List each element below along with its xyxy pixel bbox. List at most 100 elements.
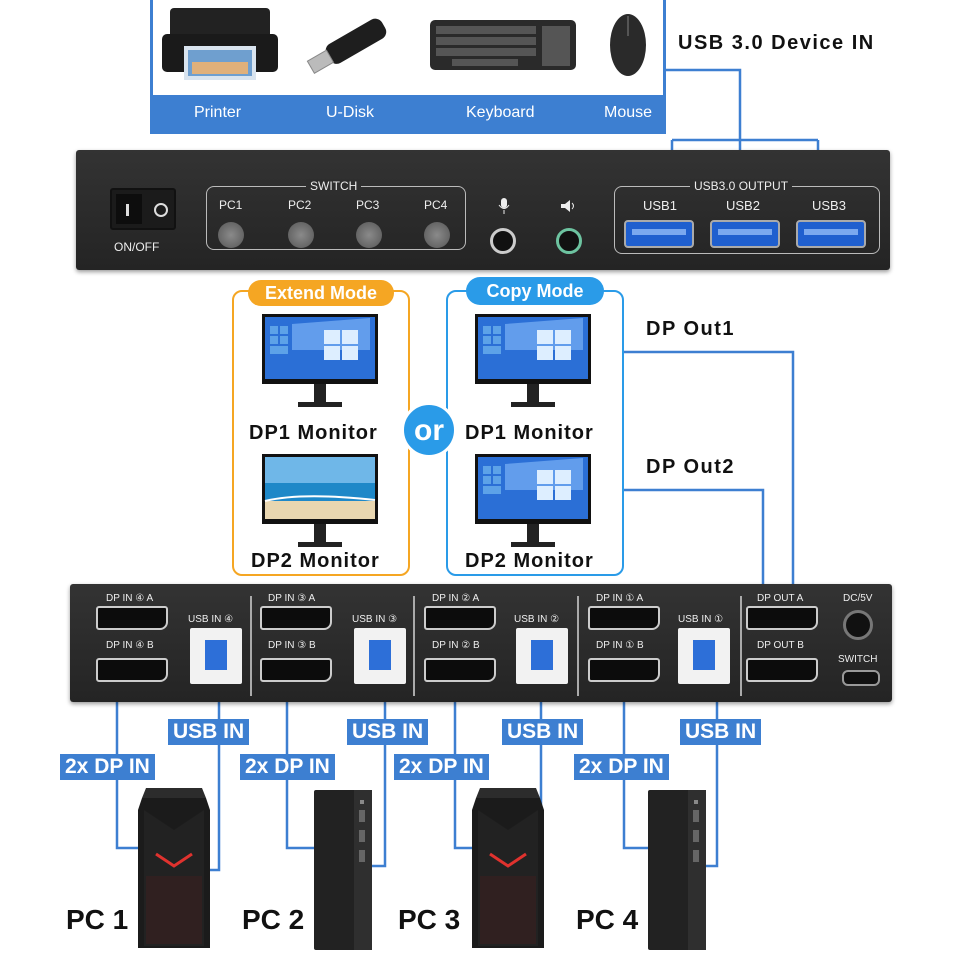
usb-in-line bbox=[653, 0, 742, 140]
pc2-usb-cable bbox=[372, 686, 387, 868]
usb3-port[interactable] bbox=[796, 220, 866, 248]
dp-in2b-port[interactable] bbox=[424, 658, 496, 682]
dp-in2a-label: DP IN ② A bbox=[432, 593, 480, 604]
pc1-button-label: PC1 bbox=[219, 198, 243, 212]
pc2-button[interactable] bbox=[288, 222, 314, 248]
dp-in3a-label: DP IN ③ A bbox=[268, 593, 316, 604]
microphone-jack[interactable] bbox=[490, 228, 516, 254]
dp-in4a-label: DP IN ④ A bbox=[106, 593, 154, 604]
dp-in4b-port[interactable] bbox=[96, 658, 168, 682]
dc-power-jack[interactable] bbox=[843, 610, 873, 640]
dp-in1b-port[interactable] bbox=[588, 658, 660, 682]
dp-out-a-label: DP OUT A bbox=[757, 593, 804, 604]
back-switch-label: SWITCH bbox=[838, 654, 878, 665]
usb-disk-icon bbox=[306, 18, 387, 75]
dp-in1a-port[interactable] bbox=[588, 606, 660, 630]
device-label-row: Printer U-Disk Keyboard Mouse bbox=[150, 104, 666, 130]
pc1-dp-label: 2x DP IN bbox=[60, 754, 155, 780]
monitor-icon bbox=[475, 314, 591, 407]
group-divider bbox=[250, 596, 252, 696]
dp-in2a-port[interactable] bbox=[424, 606, 496, 630]
speaker-icon bbox=[561, 200, 574, 212]
pc1-label: PC 1 bbox=[66, 904, 129, 935]
dp-in4a-port[interactable] bbox=[96, 606, 168, 630]
pc2-usb-label: USB IN bbox=[347, 719, 429, 745]
group-divider bbox=[740, 596, 742, 696]
mouse-icon bbox=[610, 14, 646, 76]
keyboard-icon bbox=[430, 20, 576, 70]
dp-out-b-port[interactable] bbox=[746, 658, 818, 682]
dp-in4b-label: DP IN ④ B bbox=[106, 640, 154, 651]
pc1-button[interactable] bbox=[218, 222, 244, 248]
pc4-dp-cable bbox=[622, 692, 652, 850]
pc3-button-label: PC3 bbox=[356, 198, 380, 212]
power-label: ON/OFF bbox=[114, 240, 160, 254]
dp-in2b-label: DP IN ② B bbox=[432, 640, 480, 651]
microphone-icon bbox=[498, 198, 510, 214]
monitor-icon bbox=[262, 314, 378, 407]
dp-in3b-port[interactable] bbox=[260, 658, 332, 682]
monitor-icon bbox=[262, 454, 378, 547]
pc3-dp-label: 2x DP IN bbox=[394, 754, 489, 780]
device-label-udisk: U-Disk bbox=[326, 104, 374, 121]
dp-in3a-port[interactable] bbox=[260, 606, 332, 630]
speaker-jack[interactable] bbox=[556, 228, 582, 254]
pc3-usb-label: USB IN bbox=[502, 719, 584, 745]
usb-in4-port[interactable] bbox=[190, 628, 242, 684]
desktop-pc-tower-icon bbox=[314, 790, 372, 950]
pc4-usb-cable bbox=[706, 686, 719, 868]
dc-label: DC/5V bbox=[843, 593, 873, 604]
usb-device-in-heading: USB 3.0 Device IN bbox=[678, 32, 875, 54]
pc4-button-label: PC4 bbox=[424, 198, 448, 212]
usb-output-label: USB3.0 OUTPUT bbox=[690, 179, 793, 193]
desktop-pc-tower-icon bbox=[648, 790, 706, 950]
device-label-keyboard: Keyboard bbox=[466, 104, 535, 121]
pc4-dp-label: 2x DP IN bbox=[574, 754, 669, 780]
group-divider bbox=[577, 596, 579, 696]
monitor-icon bbox=[475, 454, 591, 547]
pc4-usb-label: USB IN bbox=[680, 719, 762, 745]
usb1-port[interactable] bbox=[624, 220, 694, 248]
pc2-dp-cable bbox=[285, 692, 318, 850]
dp-out2-label: DP Out2 bbox=[646, 456, 736, 478]
copy-dp1-label: DP1 Monitor bbox=[465, 422, 594, 444]
gaming-pc-tower-icon bbox=[138, 788, 210, 948]
dp-in1a-label: DP IN ① A bbox=[596, 593, 644, 604]
usb-in3-label: USB IN ③ bbox=[352, 614, 398, 625]
usb-in4-label: USB IN ④ bbox=[188, 614, 234, 625]
or-badge: or bbox=[401, 402, 457, 458]
switch-port[interactable] bbox=[842, 670, 880, 686]
front-panel: ON/OFF SWITCH PC1 PC2 PC3 PC4 USB3.0 OUT… bbox=[76, 150, 890, 270]
pc1-dp-cable bbox=[115, 692, 140, 850]
usb-in2-port[interactable] bbox=[516, 628, 568, 684]
usb-in1-label: USB IN ① bbox=[678, 614, 724, 625]
dp-out1-label: DP Out1 bbox=[646, 318, 736, 340]
dp-out2-line bbox=[622, 488, 765, 588]
extend-dp1-label: DP1 Monitor bbox=[249, 422, 378, 444]
gaming-pc-tower-icon bbox=[472, 788, 544, 948]
extend-dp2-label: DP2 Monitor bbox=[251, 550, 380, 572]
usb1-label: USB1 bbox=[643, 198, 677, 213]
dp-in1b-label: DP IN ① B bbox=[596, 640, 644, 651]
usb2-port[interactable] bbox=[710, 220, 780, 248]
usb-in2-label: USB IN ② bbox=[514, 614, 560, 625]
pc3-label: PC 3 bbox=[398, 904, 461, 935]
pc3-button[interactable] bbox=[356, 222, 382, 248]
power-switch[interactable] bbox=[110, 188, 176, 230]
usb3-label: USB3 bbox=[812, 198, 846, 213]
copy-mode-badge: Copy Mode bbox=[466, 277, 604, 305]
pc2-label: PC 2 bbox=[242, 904, 305, 935]
extend-mode-badge: Extend Mode bbox=[248, 280, 394, 306]
pc4-label: PC 4 bbox=[576, 904, 639, 935]
pc1-usb-label: USB IN bbox=[168, 719, 250, 745]
switch-label: SWITCH bbox=[306, 179, 362, 193]
group-divider bbox=[413, 596, 415, 696]
usb-in1-port[interactable] bbox=[678, 628, 730, 684]
usb-in3-port[interactable] bbox=[354, 628, 406, 684]
pc4-button[interactable] bbox=[424, 222, 450, 248]
printer-icon bbox=[162, 8, 278, 80]
pc2-button-label: PC2 bbox=[288, 198, 312, 212]
dp-out-b-label: DP OUT B bbox=[757, 640, 804, 651]
pc2-dp-label: 2x DP IN bbox=[240, 754, 335, 780]
dp-out-a-port[interactable] bbox=[746, 606, 818, 630]
